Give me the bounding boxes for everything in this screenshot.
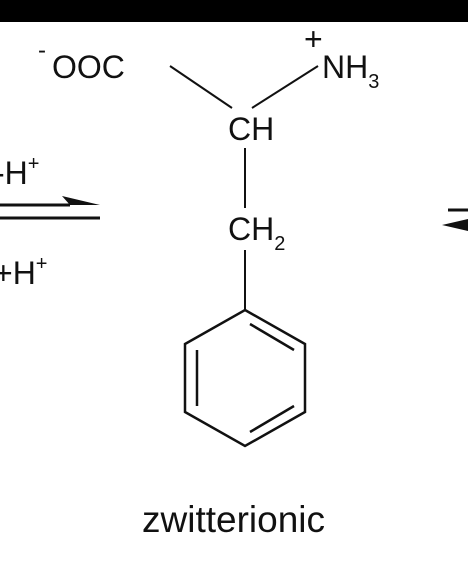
- bond-amine-alpha: [251, 65, 319, 109]
- ring-double-bond-1: [249, 322, 295, 352]
- bond-carboxylate-alpha: [169, 65, 233, 109]
- methylene-label: CH2: [228, 211, 285, 255]
- structure-svg: -H+ +H+ - OOC + NH3 CH CH2 zwitterioni: [0, 22, 468, 540]
- reverse-arrow-label: +H+: [0, 253, 47, 291]
- alpha-carbon-label: CH: [228, 111, 274, 147]
- carboxylate-label: OOC: [52, 49, 125, 85]
- right-arrow-head: [442, 219, 468, 231]
- benzene-ring: [183, 308, 307, 448]
- carboxylate-charge: -: [38, 37, 46, 64]
- ring-double-bond-2: [249, 404, 295, 434]
- caption: zwitterionic: [142, 499, 325, 540]
- diagram-canvas: -H+ +H+ - OOC + NH3 CH CH2 zwitterioni: [0, 22, 468, 561]
- forward-arrow-label: -H+: [0, 153, 39, 191]
- forward-arrow-head: [62, 196, 100, 205]
- amine-label: NH3: [322, 49, 379, 93]
- amine-charge: +: [304, 22, 323, 57]
